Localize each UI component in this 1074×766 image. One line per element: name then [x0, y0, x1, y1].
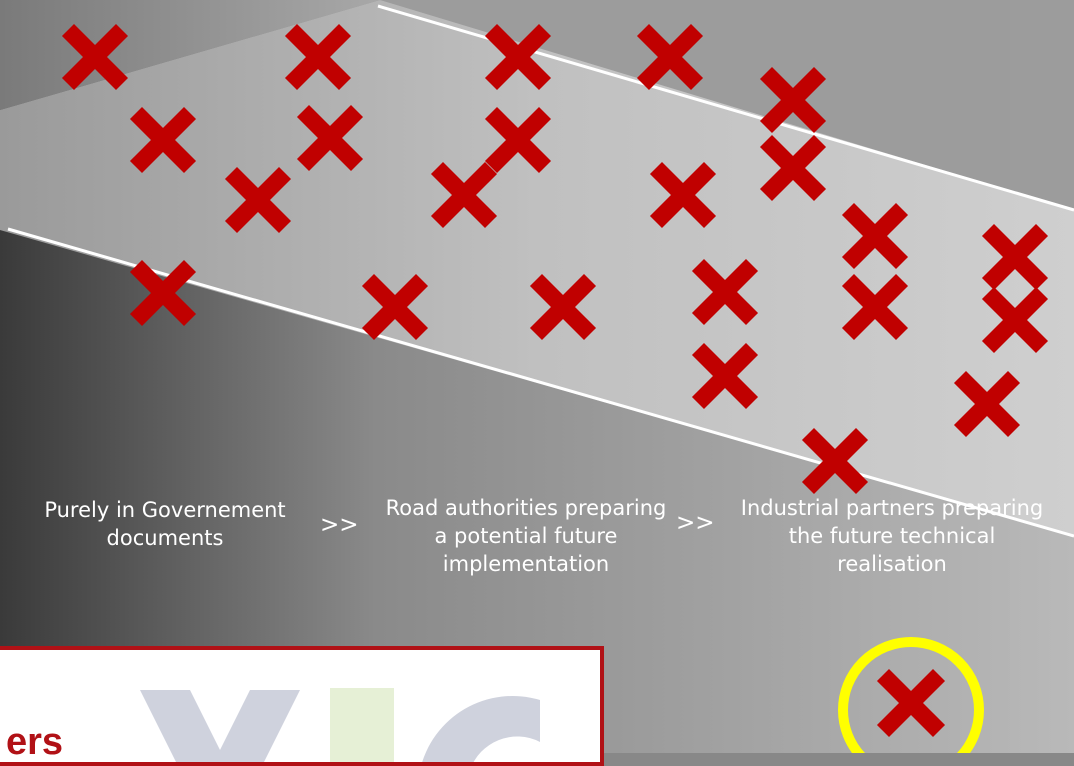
- callout-title: ers: [6, 721, 64, 763]
- cross-icon: [61, 23, 129, 91]
- cross-icon: [224, 166, 292, 234]
- cross-icon: [801, 427, 869, 495]
- cross-icon: [691, 258, 759, 326]
- callout-box: ers: [0, 646, 604, 766]
- cross-icon: [876, 668, 946, 738]
- stage-label-government: Purely in Governement documents: [44, 498, 286, 550]
- cross-icon: [953, 370, 1021, 438]
- cross-icon: [759, 66, 827, 134]
- highlight-cross-icon: [876, 668, 946, 738]
- cross-icon: [296, 104, 364, 172]
- cross-icon: [484, 106, 552, 174]
- cross-icon: [841, 273, 909, 341]
- cross-icon: [129, 259, 197, 327]
- cross-icon: [649, 161, 717, 229]
- stage-separator-2: >>: [676, 510, 715, 536]
- cross-icon: [129, 106, 197, 174]
- cross-markers: [61, 23, 1049, 495]
- cross-icon: [529, 273, 597, 341]
- cross-icon: [636, 23, 704, 91]
- cross-icon: [759, 134, 827, 202]
- cross-icon: [841, 202, 909, 270]
- cross-icon: [484, 23, 552, 91]
- watermark-graphic: [140, 688, 540, 762]
- stage-label-industrial-partners: Industrial partners preparing the future…: [740, 496, 1044, 576]
- highlight-circle: [838, 637, 984, 753]
- cross-icon: [430, 161, 498, 229]
- diagonal-band: [0, 0, 1074, 536]
- cross-icon: [284, 23, 352, 91]
- cross-icon: [981, 286, 1049, 354]
- cross-icon: [361, 273, 429, 341]
- cross-icon: [981, 223, 1049, 291]
- cross-icon: [691, 342, 759, 410]
- stage-separator-1: >>: [320, 512, 359, 538]
- stage-label-road-authorities: Road authorities preparing a potential f…: [385, 496, 667, 576]
